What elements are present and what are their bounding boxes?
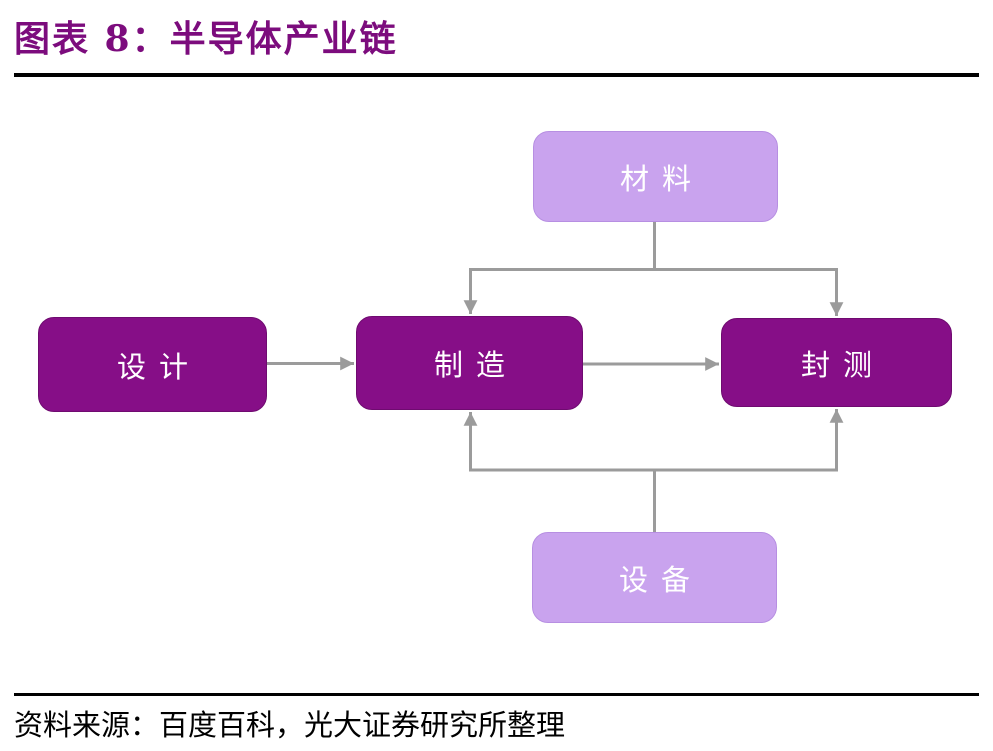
node-packaging-testing: 封测 xyxy=(721,318,952,407)
top-divider xyxy=(14,73,979,77)
node-materials-label: 材料 xyxy=(619,161,705,196)
figure-title: 图表 8：半导体产业链 xyxy=(14,18,398,60)
edge-materials-split xyxy=(463,268,844,316)
node-equipment: 设备 xyxy=(532,532,777,623)
node-design: 设计 xyxy=(38,317,267,412)
node-packaging-testing-label: 封测 xyxy=(800,347,886,382)
node-manufacturing: 制造 xyxy=(356,316,583,410)
source-note: 资料来源：百度百科，光大证券研究所整理 xyxy=(14,708,566,742)
node-materials: 材料 xyxy=(533,131,778,222)
bottom-divider xyxy=(14,693,979,696)
node-manufacturing-label: 制造 xyxy=(433,348,519,382)
edge-equipment-split xyxy=(463,409,844,472)
node-design-label: 设计 xyxy=(116,349,202,384)
node-equipment-label: 设备 xyxy=(618,562,704,597)
